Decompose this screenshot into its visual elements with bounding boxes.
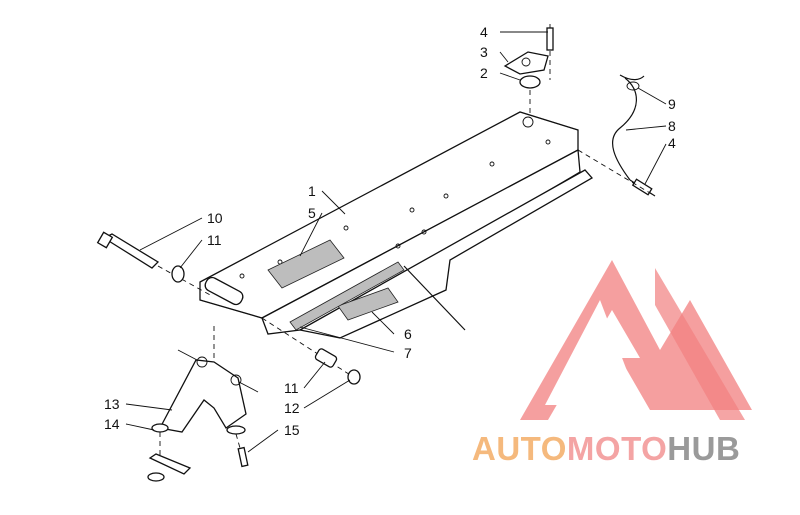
left-bolt (96, 231, 244, 306)
watermark-word-moto: MOTO (566, 430, 668, 467)
watermark-word-auto: AUTO (472, 430, 567, 467)
callout-4-top: 4 (480, 24, 488, 40)
callout-10: 10 (207, 210, 223, 226)
callout-14: 14 (104, 416, 120, 432)
callout-11-left: 11 (207, 232, 222, 248)
watermark-word-hub: HUB (667, 430, 741, 467)
callout-13: 13 (104, 396, 120, 412)
cable-assembly (577, 74, 656, 197)
callout-12: 12 (284, 400, 300, 416)
callout-9: 9 (668, 96, 676, 112)
watermark-logo (520, 260, 752, 420)
lower-mount (147, 326, 259, 482)
decal-7 (289, 261, 405, 331)
callout-15: 15 (284, 422, 300, 438)
decal-5 (267, 239, 345, 289)
leader-lines (125, 31, 667, 453)
watermark-wordmark: AUTOMOTOHUB (472, 430, 794, 470)
callout-4-right: 4 (668, 135, 676, 151)
callout-3: 3 (480, 44, 488, 60)
callout-1: 1 (308, 183, 316, 199)
main-bracket (199, 111, 594, 339)
callout-11-right: 11 (284, 380, 299, 396)
right-fastener (261, 317, 361, 385)
decal-6 (337, 287, 399, 321)
callout-5: 5 (308, 205, 316, 221)
callout-labels: 4 3 2 9 8 4 1 5 10 11 6 7 11 12 13 14 15 (104, 24, 676, 438)
callout-8: 8 (668, 118, 676, 134)
top-hardware (503, 24, 554, 118)
callout-6: 6 (404, 326, 412, 342)
callout-2: 2 (480, 65, 488, 81)
callout-7: 7 (404, 345, 412, 361)
